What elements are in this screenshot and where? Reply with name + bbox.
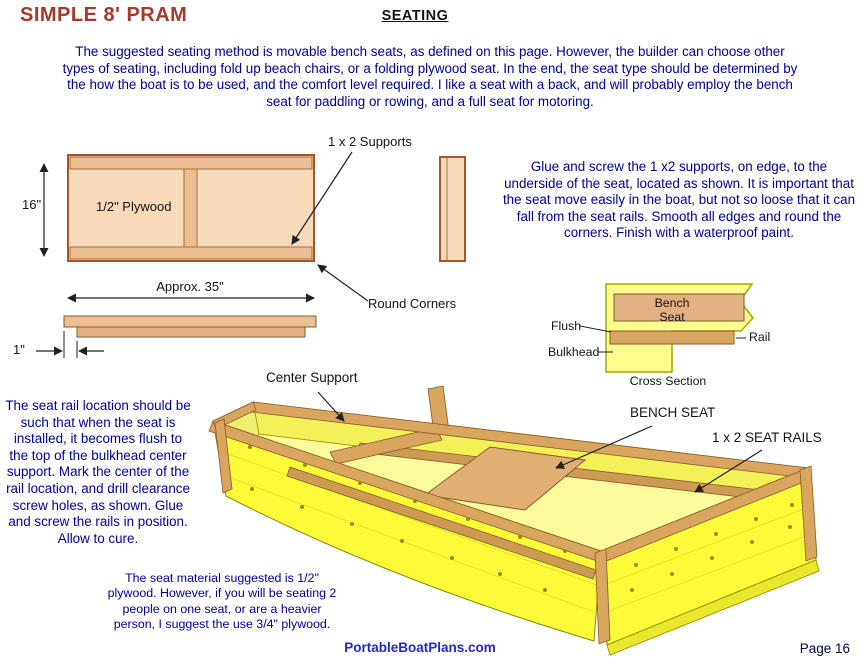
page-title: SIMPLE 8' PRAM — [20, 4, 188, 26]
seat-rails-label: 1 x 2 SEAT RAILS — [712, 430, 822, 445]
plywood-label: 1/2" Plywood — [96, 199, 172, 214]
seat-top-view-diagram — [36, 151, 466, 358]
page-number: Page 16 — [799, 641, 850, 656]
boat-drawing — [208, 385, 820, 656]
material-note: The seat material suggested is 1/2" plyw… — [107, 571, 337, 632]
center-support-label: Center Support — [266, 370, 358, 385]
supports-label: 1 x 2 Supports — [328, 134, 412, 149]
width-dimension: Approx. 35" — [156, 279, 224, 294]
rail-label: Rail — [749, 330, 771, 344]
screw-dots — [248, 445, 794, 592]
cross-section-bench-seat-label: Bench Seat — [654, 296, 690, 324]
footer-website-link[interactable]: PortableBoatPlans.com — [344, 640, 496, 655]
cross-section-diagram — [579, 283, 754, 373]
round-corners-label: Round Corners — [368, 296, 457, 311]
section-heading: SEATING — [381, 8, 449, 24]
rail-location-paragraph: The seat rail location should be such th… — [5, 398, 191, 546]
bulkhead-label: Bulkhead — [548, 345, 600, 359]
glue-screw-paragraph: Glue and screw the 1 x2 supports, on edg… — [502, 159, 856, 241]
cross-section-caption: Cross Section — [629, 374, 707, 388]
bench-seat-label: BENCH SEAT — [630, 405, 716, 420]
thickness-dimension: 1" — [13, 342, 25, 357]
height-dimension: 16" — [22, 197, 42, 212]
flush-label: Flush — [551, 319, 582, 333]
intro-paragraph: The suggested seating method is movable … — [62, 44, 798, 109]
